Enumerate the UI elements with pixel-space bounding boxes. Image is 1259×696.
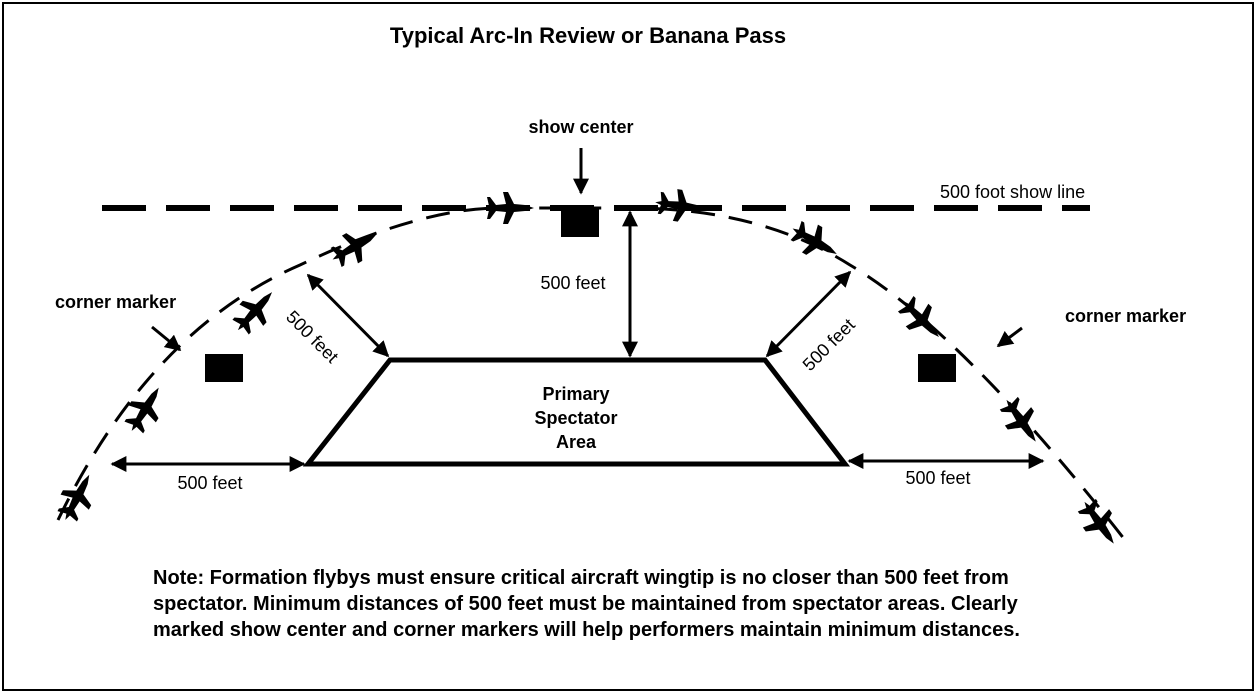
show-center-label: show center [528, 117, 633, 137]
spectator-area-line3: Area [556, 432, 597, 452]
spectator-area-line2: Spectator [534, 408, 617, 428]
jet-aircraft-icon [993, 390, 1049, 451]
left-diagonal-distance-label: 500 feet [282, 307, 342, 367]
right-corner-marker-label: corner marker [1065, 306, 1186, 326]
left-corner-marker [205, 354, 243, 382]
right-corner-marker-arrow [996, 326, 1023, 348]
jet-aircraft-icon [1071, 492, 1127, 553]
left-diagonal-distance-arrow [306, 273, 390, 358]
left-corner-marker-label: corner marker [55, 292, 176, 312]
left-horizontal-distance-label: 500 feet [177, 473, 242, 493]
spectator-area-line1: Primary [542, 384, 609, 404]
show-line-label: 500 foot show line [940, 182, 1085, 202]
right-diagonal-distance-arrow [765, 270, 852, 358]
jet-aircraft-icon [324, 220, 385, 274]
jet-aircraft-icon [226, 281, 284, 341]
jet-aircraft-icon [118, 379, 173, 440]
center-distance-label: 500 feet [540, 273, 605, 293]
right-diagonal-distance-label: 500 feet [799, 315, 859, 375]
jet-aircraft-icon [483, 192, 534, 224]
show-center-marker [561, 209, 599, 237]
left-corner-marker-arrow [151, 325, 182, 352]
spectator-area-outline [302, 357, 851, 467]
note-text: Note: Formation flybys must ensure criti… [153, 567, 1020, 641]
right-horizontal-distance-label: 500 feet [905, 468, 970, 488]
flight-path-arc [56, 206, 1127, 541]
right-corner-marker [918, 354, 956, 382]
jet-aircraft-icon [784, 214, 845, 268]
diagram-title: Typical Arc-In Review or Banana Pass [390, 23, 786, 48]
